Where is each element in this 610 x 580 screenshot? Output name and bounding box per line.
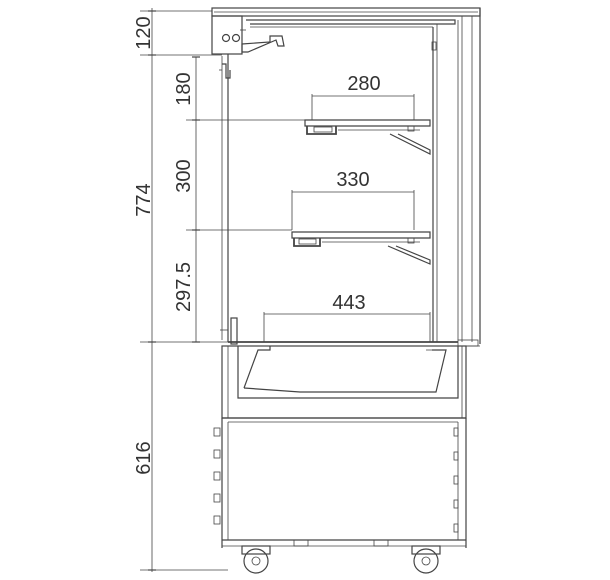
casters	[241, 545, 441, 574]
shelf-1-depth-label: 280	[347, 73, 380, 95]
shelf-2-bracket	[387, 245, 431, 265]
dim-label-upper-1: 180	[173, 72, 195, 105]
shelf-2-tray	[291, 231, 431, 239]
frame-foot-pad	[373, 539, 389, 547]
leg-slot	[453, 523, 459, 533]
light-fixture-icon	[231, 33, 241, 43]
air-curtain-nozzle	[241, 35, 285, 53]
caster-hub-icon	[421, 556, 431, 566]
lower-housing	[221, 345, 467, 419]
dim-label-upper-2: 300	[173, 159, 195, 192]
caster-rear	[411, 545, 441, 574]
leg-slot	[213, 471, 221, 481]
leg-slot	[213, 449, 221, 459]
rear-frame	[246, 8, 481, 344]
leg-slot	[453, 475, 459, 485]
upper-duct	[246, 19, 456, 25]
leg-slot	[213, 427, 221, 437]
leg-slot	[213, 493, 221, 503]
tank-outer	[237, 346, 459, 399]
leg-slot	[453, 451, 459, 461]
caster-plate	[241, 545, 271, 555]
shelf-1-tray	[304, 119, 431, 127]
frame-foot-pad	[293, 539, 309, 547]
rear-deck-cap	[457, 339, 479, 347]
dim-label-upper-3: 297.5	[173, 262, 195, 312]
shelf-1: 280	[304, 73, 431, 155]
caster-plate	[411, 545, 441, 555]
shelf-1-clip	[407, 125, 415, 132]
caster-wheel-icon	[413, 548, 439, 574]
shelf-2-depth-label: 330	[336, 169, 369, 191]
leg-slot	[213, 515, 221, 525]
dim-label-lower: 616	[133, 441, 155, 474]
tank-front-slope	[243, 346, 271, 389]
shelf-1-price-strip	[313, 126, 333, 133]
vertical-dimension-lines	[140, 8, 305, 572]
base-deck: 443	[220, 292, 480, 399]
shelf-2-clip	[407, 237, 415, 244]
shelf-2-price-strip	[298, 238, 317, 245]
shelf-2: 330	[291, 169, 431, 265]
vertical-dimension-labels: 120 774 616 180 300 297.5	[133, 16, 195, 474]
front-housing	[211, 15, 243, 55]
caster-hub-icon	[251, 556, 261, 566]
shelf-2-label-holder	[293, 238, 321, 247]
shelf-1-label-holder	[306, 126, 337, 135]
tank-floor	[243, 349, 447, 393]
front-hinge	[222, 63, 231, 79]
light-fixture-icon	[221, 33, 231, 43]
caster-wheel-icon	[243, 548, 269, 574]
lower-cabinet	[213, 345, 467, 548]
front-riser	[230, 317, 238, 345]
caster-front	[241, 545, 271, 574]
cabinet-top	[211, 7, 481, 55]
leg-slot	[453, 427, 459, 437]
shelf-1-bracket	[389, 133, 431, 155]
back-wall-clip	[431, 41, 437, 51]
dim-label-top: 120	[133, 16, 155, 49]
leg-slot	[453, 499, 459, 509]
base-depth-label: 443	[332, 292, 365, 314]
dim-label-upper-total: 774	[133, 183, 155, 216]
front-post	[219, 54, 231, 342]
